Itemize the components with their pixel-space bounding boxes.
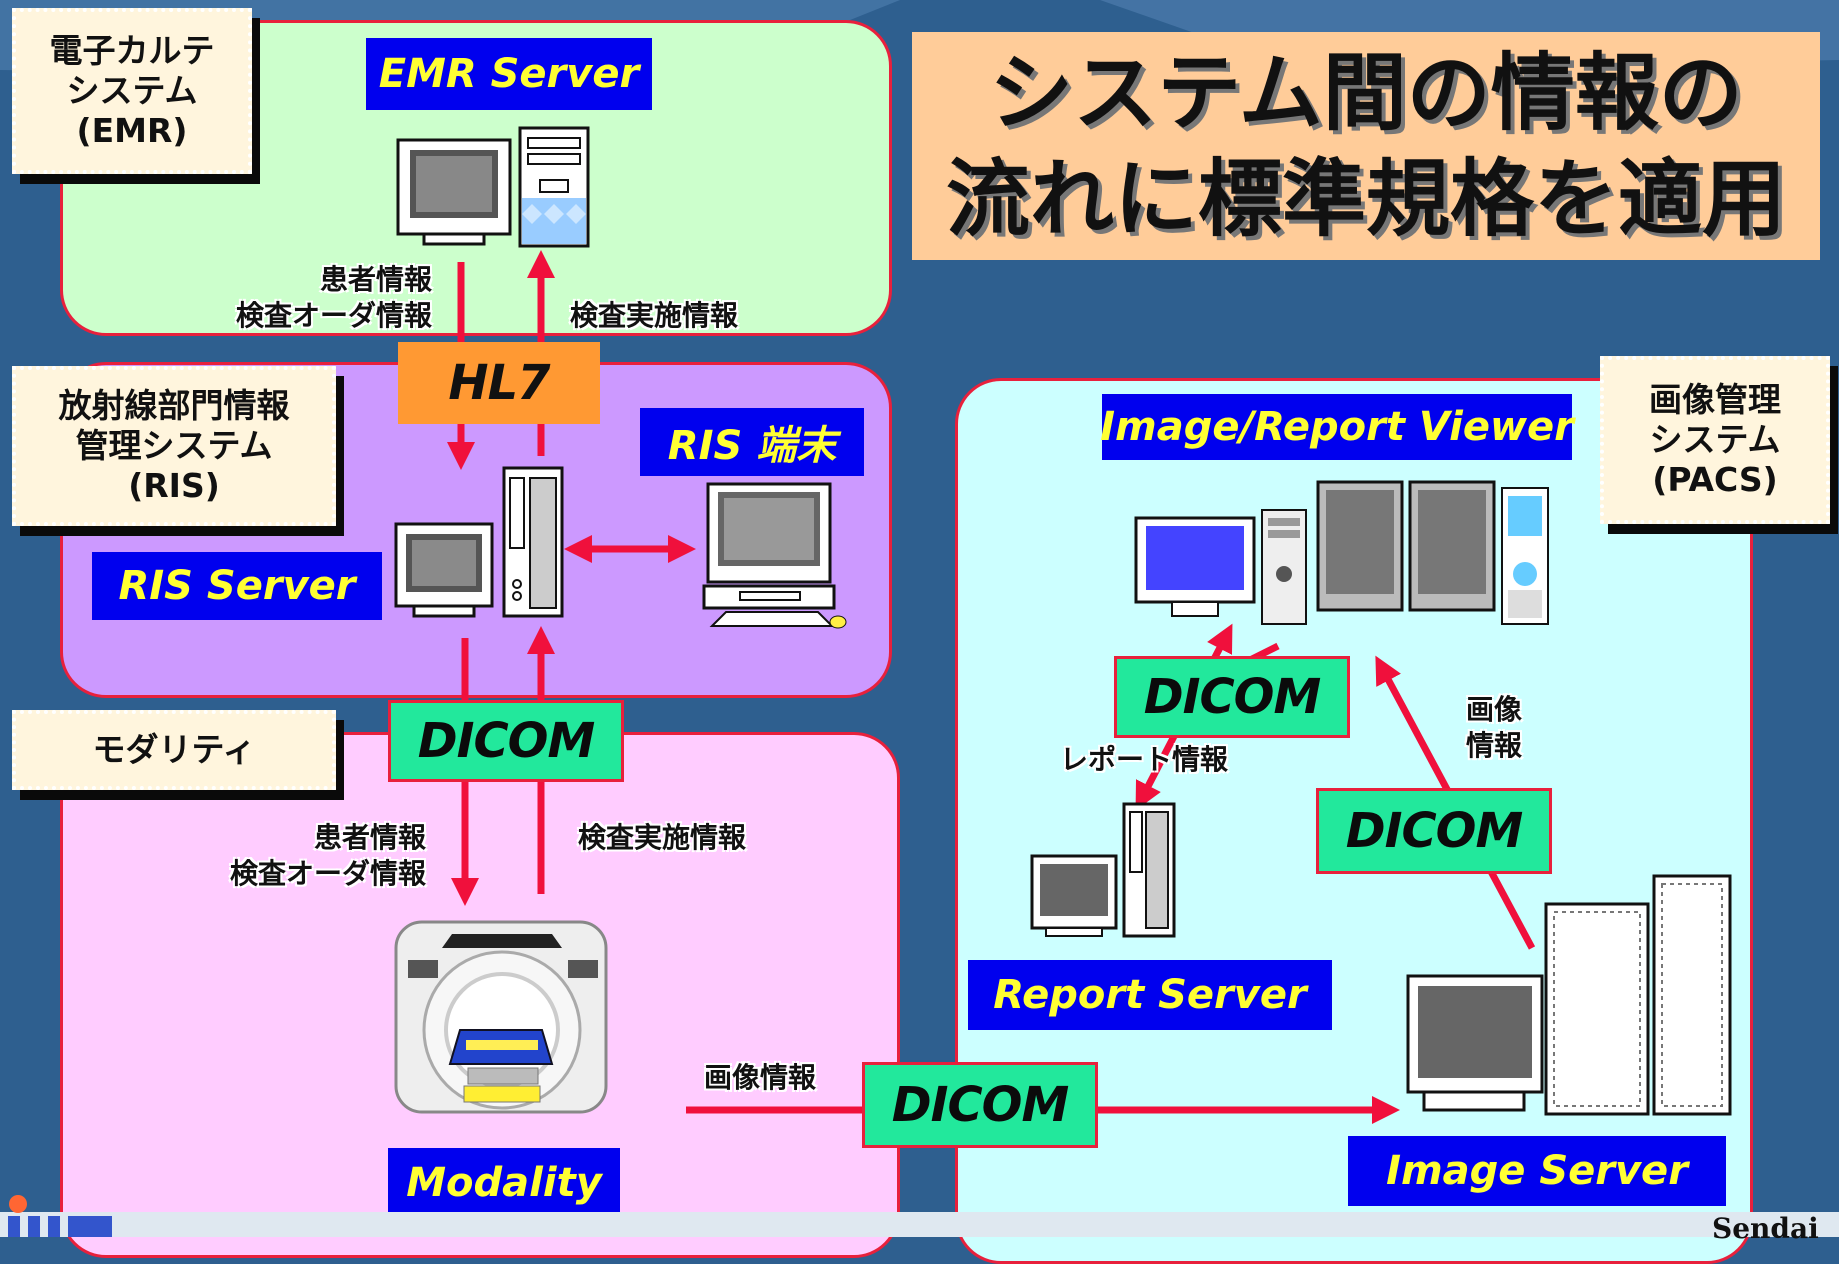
monitor-icon <box>1406 974 1544 1112</box>
monitor-icon <box>396 138 512 246</box>
ct-scanner-icon <box>394 920 608 1114</box>
report-info-label: レポート情報 <box>1060 743 1229 776</box>
title-box: システム間の情報の 流れに標準規格を適用 <box>912 32 1820 260</box>
monitor-icon <box>1030 854 1118 937</box>
exam-order-info-label-2: 検査オーダ情報 <box>229 857 426 890</box>
ris-label-line-1: 放射線部門情報 <box>58 386 290 425</box>
viewer-equipment <box>1134 480 1549 625</box>
emr-equipment <box>396 126 590 248</box>
ris-system-label: 放射線部門情報 管理システム (RIS) <box>12 366 336 526</box>
dicom-tag-image-viewer: DICOM <box>1316 788 1552 874</box>
workstation-icon <box>702 482 836 610</box>
ct-scanner-equipment <box>394 920 608 1114</box>
logo-icon <box>8 1195 112 1237</box>
patient-info-label-2: 患者情報 <box>313 821 426 854</box>
monitor-icon <box>1316 480 1496 612</box>
footer-strip <box>0 1212 1839 1237</box>
viewer-caption: Image/Report Viewer <box>1100 394 1574 460</box>
emr-label-line-2: システム <box>66 71 198 110</box>
server-rack-icon <box>1544 874 1732 1116</box>
emr-server-caption: EMR Server <box>366 38 652 110</box>
exam-done-info-label-modality: 検査実施情報 <box>578 821 747 854</box>
image-info-line-2: 情報 <box>1466 729 1523 762</box>
report-server-caption: Report Server <box>968 960 1332 1030</box>
image-info-label-modality: 画像情報 <box>704 1061 817 1094</box>
patient-info-label: 患者情報 <box>319 263 432 296</box>
image-info-line-1: 画像 <box>1466 693 1523 726</box>
ris-terminal-equipment <box>702 482 847 629</box>
ris-label-line-3: (RIS) <box>128 466 220 505</box>
modality-label-line-1: モダリティ <box>92 730 256 769</box>
pacs-system-label: 画像管理 システム (PACS) <box>1600 356 1830 524</box>
dicom-tag-ris-modality: DICOM <box>388 700 624 782</box>
image-info-label-pacs: 画像 情報 <box>1466 692 1522 764</box>
ris-to-modality-label: 患者情報 検査オーダ情報 <box>194 820 426 892</box>
emr-system-label: 電子カルテ システム (EMR) <box>12 8 252 174</box>
modality-caption: Modality <box>388 1148 620 1218</box>
report-server-equipment <box>1030 802 1176 938</box>
image-server-caption: Image Server <box>1348 1136 1726 1206</box>
monitor-icon <box>1134 516 1256 617</box>
dicom-tag-viewer-report: DICOM <box>1114 656 1350 738</box>
pacs-label-line-2: システム <box>1649 420 1781 459</box>
footer-sendai-text: Sendai <box>1712 1212 1819 1245</box>
hl7-tag: HL7 <box>398 342 600 424</box>
pacs-label-line-1: 画像管理 <box>1649 380 1781 419</box>
ris-server-equipment <box>394 466 564 618</box>
server-rack-icon <box>1501 487 1549 625</box>
pacs-label-line-3: (PACS) <box>1652 460 1778 499</box>
title-line-2: 流れに標準規格を適用 <box>945 150 1786 248</box>
tower-pc-icon <box>502 466 564 618</box>
ris-terminal-caption: RIS 端末 <box>640 408 864 476</box>
emr-label-line-3: (EMR) <box>76 111 188 150</box>
keyboard-icon <box>709 611 847 629</box>
tower-pc-icon <box>518 126 590 248</box>
tower-pc-icon <box>1261 509 1307 625</box>
modality-system-label: モダリティ <box>12 710 336 790</box>
dicom-tag-modality-image: DICOM <box>862 1062 1098 1148</box>
ris-label-line-2: 管理システム <box>75 426 273 465</box>
exam-done-info-label-emr: 検査実施情報 <box>570 299 739 332</box>
image-server-equipment <box>1406 874 1732 1116</box>
monitor-icon <box>394 522 494 618</box>
ris-server-caption: RIS Server <box>92 552 382 620</box>
tower-pc-icon <box>1122 802 1176 938</box>
exam-order-info-label: 検査オーダ情報 <box>235 299 432 332</box>
title-line-1: システム間の情報の <box>989 44 1743 142</box>
emr-to-ris-label: 患者情報 検査オーダ情報 <box>200 262 432 334</box>
emr-label-line-1: 電子カルテ <box>49 31 215 70</box>
